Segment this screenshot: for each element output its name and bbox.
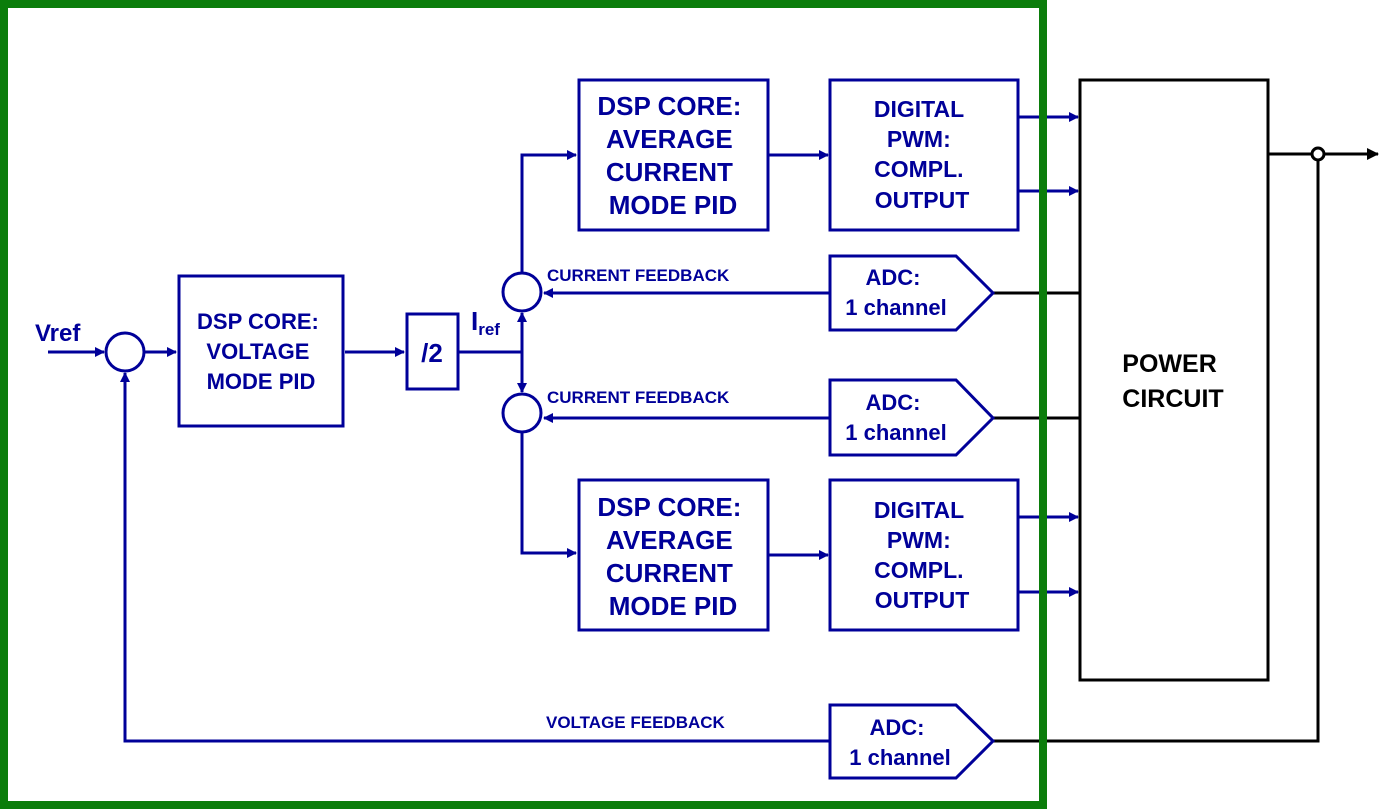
voltage-feedback-label: VOLTAGE FEEDBACK <box>546 713 726 732</box>
pwm-block-bottom <box>828 478 1020 632</box>
adc-current-top-label: ADC: 1 channel <box>845 265 946 320</box>
divider-label: /2 <box>421 338 443 368</box>
vref-label: Vref <box>35 320 81 347</box>
pwm-top-label: DIGITAL PWM: COMPL. OUTPUT <box>874 96 970 213</box>
adc-current-bottom-label: ADC: 1 channel <box>845 390 946 445</box>
adc-block-voltage <box>828 703 996 780</box>
output-sense-wire <box>993 154 1320 743</box>
divider-block <box>405 312 460 391</box>
iref-label: Iref <box>471 306 500 339</box>
adc-block-current-top <box>828 254 996 332</box>
voltage-pid-label: DSP CORE: VOLTAGE MODE PID <box>197 309 325 394</box>
sum-bottom-to-current-pid-wire <box>520 433 577 558</box>
current-summing-junction-top <box>501 271 543 313</box>
adc-voltage-label: ADC: 1 channel <box>849 715 950 770</box>
voltage-feedback-wire <box>120 372 830 743</box>
power-circuit-label: POWER CIRCUIT <box>1122 350 1223 413</box>
current-feedback-bottom-label: CURRENT FEEDBACK <box>547 388 730 407</box>
current-pid-top-label: DSP CORE: AVERAGE CURRENT MODE PID <box>597 91 748 220</box>
adc-block-current-bottom <box>828 378 996 457</box>
current-summing-junction-bottom <box>501 392 543 434</box>
pwm-bottom-label: DIGITAL PWM: COMPL. OUTPUT <box>874 497 970 613</box>
current-pid-bottom-label: DSP CORE: AVERAGE CURRENT MODE PID <box>597 492 748 621</box>
sum-top-to-current-pid-wire <box>520 150 577 272</box>
output-junction-dot <box>1310 146 1326 162</box>
voltage-summing-junction <box>104 331 146 373</box>
current-feedback-top-label: CURRENT FEEDBACK <box>547 266 730 285</box>
voltage-pid-block <box>177 274 345 428</box>
power-circuit-block <box>1078 78 1270 682</box>
current-pid-block-bottom <box>577 478 770 632</box>
dsp-boundary-frame <box>0 0 1047 809</box>
pwm-block-top <box>828 78 1020 232</box>
current-pid-block-top <box>577 78 770 232</box>
